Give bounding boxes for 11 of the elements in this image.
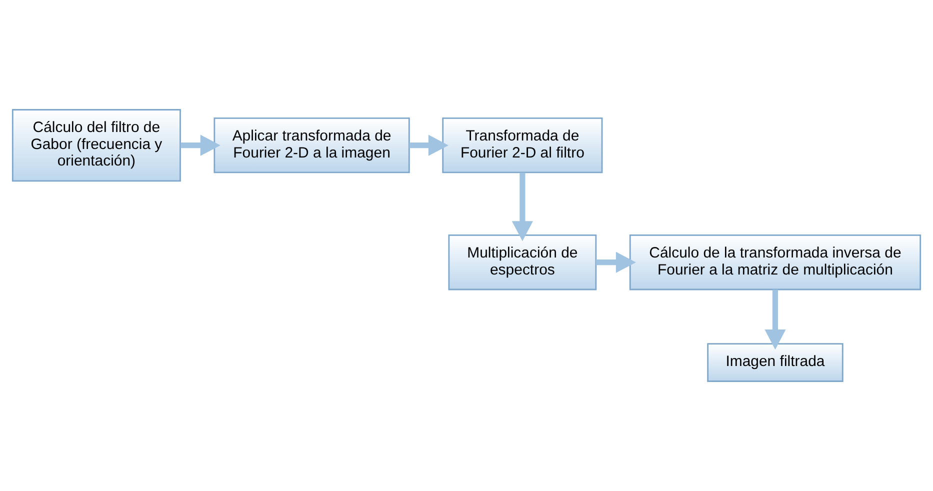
node-box: Cálculo del filtro de Gabor (frecuencia y orientación) [12, 109, 181, 182]
arrow [764, 290, 786, 350]
node-box: Transformada de Fourier 2-D al filtro [442, 117, 603, 174]
arrow [596, 252, 636, 273]
node-box: Aplicar transformada de Fourier 2-D a la imagen [214, 117, 410, 174]
arrow [512, 172, 533, 242]
node-box: Cálculo de la transformada inversa de Fourier a la matriz de multiplicación [629, 234, 922, 290]
node-box: Imagen filtrada [707, 343, 844, 382]
arrow [409, 134, 448, 156]
node-box: Multiplicación de espectros [448, 234, 597, 290]
arrow [180, 134, 220, 156]
